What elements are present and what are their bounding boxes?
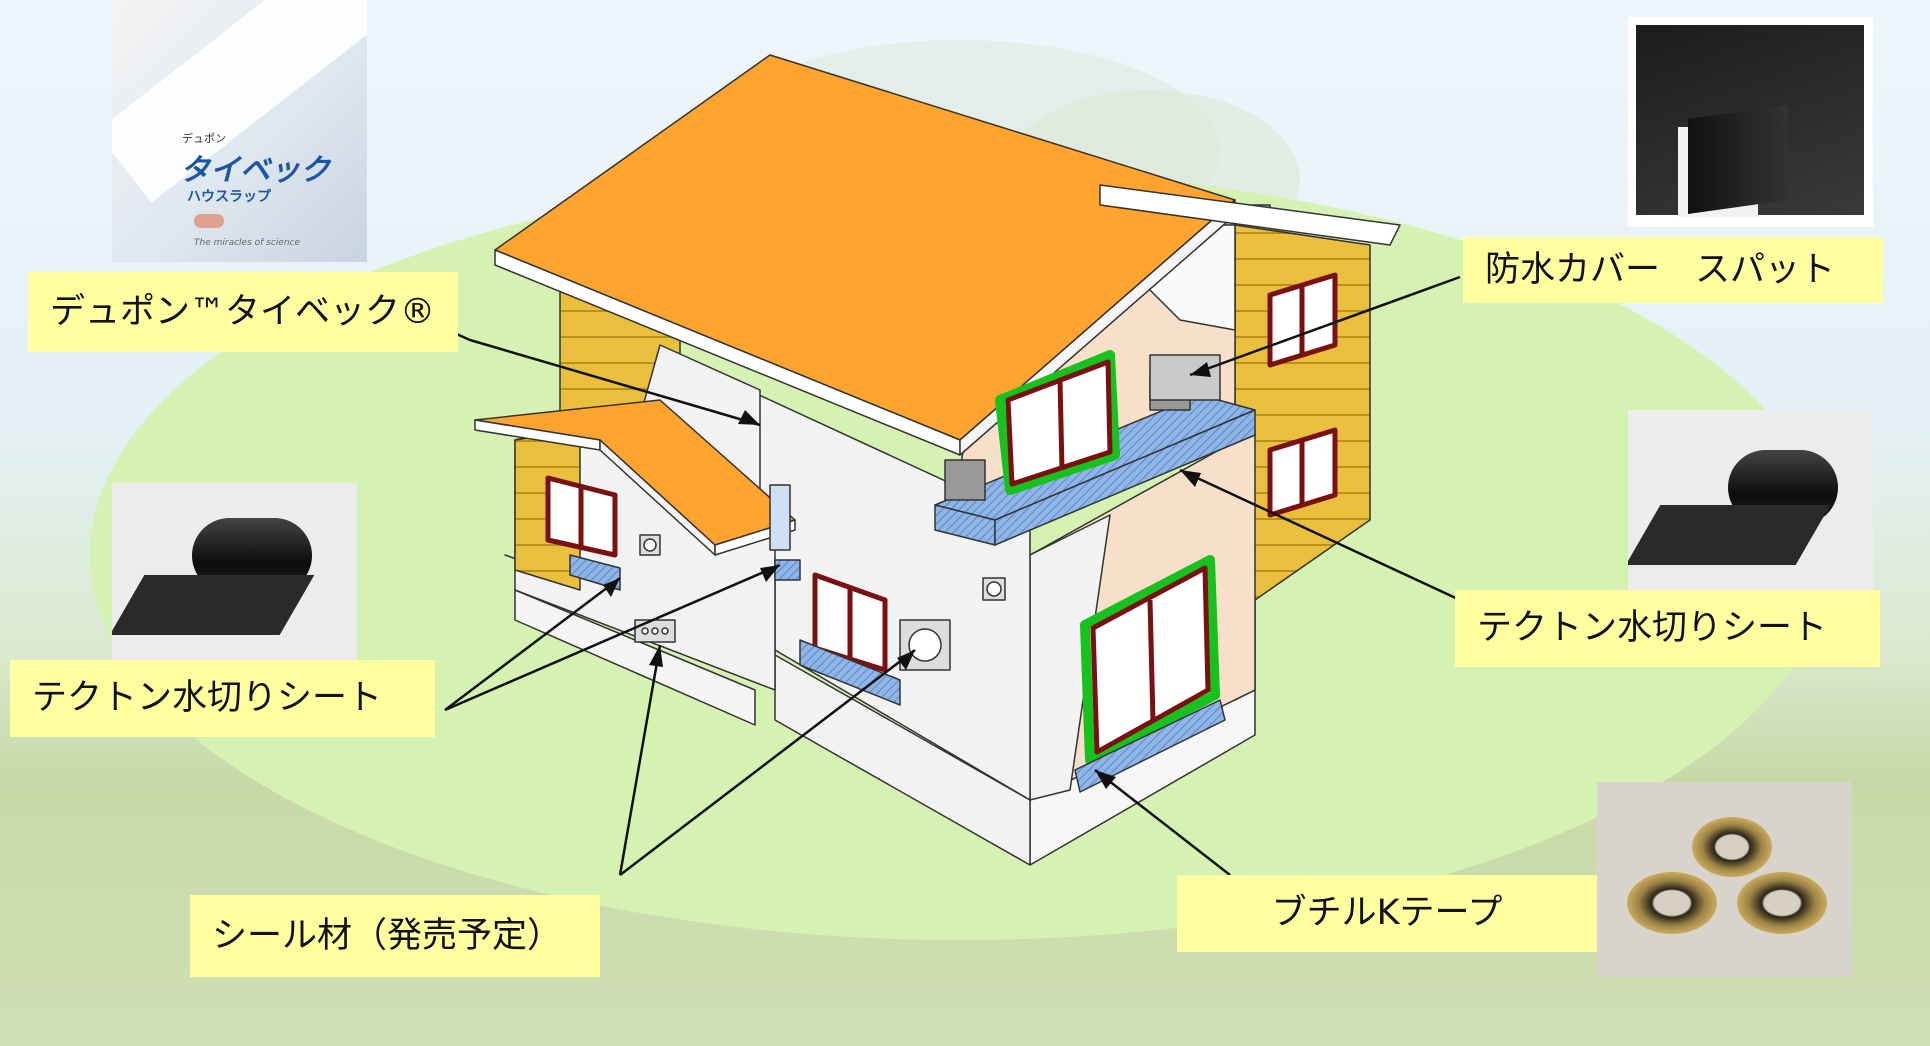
pointer-butyl [1094,769,1231,876]
spat-cover [1149,354,1221,401]
tekton-roll-photo-right [1628,410,1873,590]
butyl-tape-photo [1597,782,1852,977]
label-seal: シール材（発売予定） [190,895,600,977]
window-siding-upper [1267,272,1338,368]
pointer-seal-2 [619,649,916,876]
tyvek-brand-main: タイベック [180,153,330,188]
pointer-seal-1 [618,644,662,876]
flashing-strip-1 [774,559,801,581]
pointer-spat [1189,275,1461,377]
label-tyvek: デュポン™タイベック® [28,272,458,352]
arrowheads [603,362,1211,789]
tyvek-logo-badge [194,214,224,228]
tyvek-package-photo: デュポン タイベック ハウスラップ The miracles of scienc… [112,0,367,262]
window-siding-lower [1267,427,1338,518]
flashing-strip-2 [769,484,791,551]
pointer-tekton-right [1179,468,1461,602]
balcony-box-1 [944,459,986,501]
window-porch-left [545,475,621,591]
tyvek-brand-sub: ハウスラップ [187,189,271,205]
label-tekton-right: テクトン水切りシート [1455,590,1880,667]
label-butyl: ブチルKテープ [1177,875,1597,952]
pointer-tyvek-1 [469,338,761,427]
pointer-tekton-left-2 [444,563,781,712]
main-roof-eave [1099,184,1401,246]
pointer-tekton-left-1 [444,577,621,711]
window-right-lower [1074,555,1226,793]
house [474,54,1401,866]
foundation-left [514,589,756,726]
window-front-lower [799,572,901,706]
tekton-roll-photo-left [112,483,357,663]
label-spat: 防水カバー スパット [1463,237,1883,303]
tyvek-tagline: The miracles of science [194,238,301,248]
label-tekton-left: テクトン水切りシート [10,660,435,737]
tyvek-brand-small: デュポン [182,132,226,145]
spat-cover-photo [1628,17,1873,227]
window-balcony [995,350,1120,495]
balcony-side [994,409,1256,546]
